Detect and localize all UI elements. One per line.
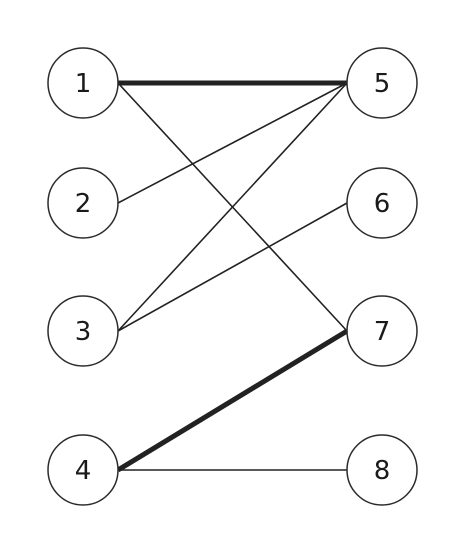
node-label-3: 3 xyxy=(75,317,92,347)
node-4: 4 xyxy=(47,434,119,506)
node-label-6: 6 xyxy=(374,189,391,219)
node-circle-4 xyxy=(47,434,119,506)
nodes-layer: 1 2 3 4 5 6 7 8 xyxy=(47,47,418,506)
node-circle-3 xyxy=(47,295,119,367)
node-7: 7 xyxy=(346,295,418,367)
node-label-7: 7 xyxy=(374,317,391,347)
node-5: 5 xyxy=(346,47,418,119)
node-8: 8 xyxy=(346,434,418,506)
node-label-2: 2 xyxy=(75,189,92,219)
node-circle-2 xyxy=(47,167,119,239)
node-circle-6 xyxy=(346,167,418,239)
node-circle-8 xyxy=(346,434,418,506)
node-circle-5 xyxy=(346,47,418,119)
edge-3-5 xyxy=(117,82,348,332)
node-label-8: 8 xyxy=(374,456,391,486)
node-2: 2 xyxy=(47,167,119,239)
node-label-1: 1 xyxy=(75,69,92,99)
node-label-5: 5 xyxy=(374,69,391,99)
edge-4-7-highlighted xyxy=(116,328,349,473)
edge-2-5 xyxy=(117,82,348,204)
node-circle-1 xyxy=(47,47,119,119)
node-1: 1 xyxy=(47,47,119,119)
edges-layer xyxy=(116,80,349,473)
node-6: 6 xyxy=(346,167,418,239)
node-label-4: 4 xyxy=(75,456,92,486)
node-circle-7 xyxy=(346,295,418,367)
node-3: 3 xyxy=(47,295,119,367)
edge-3-6 xyxy=(117,202,348,332)
